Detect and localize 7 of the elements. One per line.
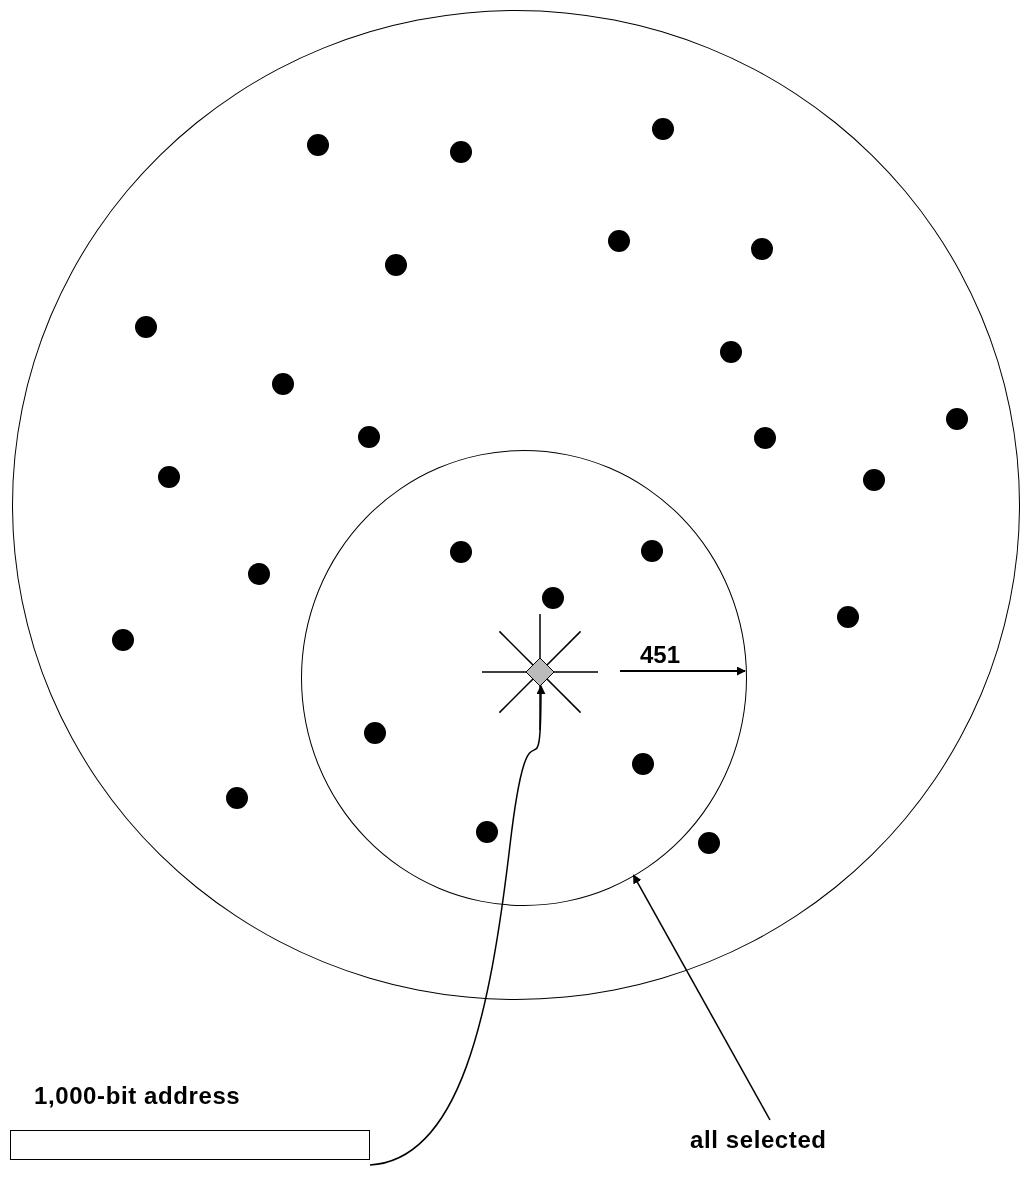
arrow [632, 874, 771, 1121]
address-heading: 1,000-bit address [34, 1081, 241, 1111]
arrow [369, 685, 546, 1166]
address-field [10, 1130, 370, 1160]
callout-text: all selected [690, 1122, 827, 1158]
star-point-drawing [482, 614, 598, 730]
dimension-label: 451 [640, 640, 681, 670]
